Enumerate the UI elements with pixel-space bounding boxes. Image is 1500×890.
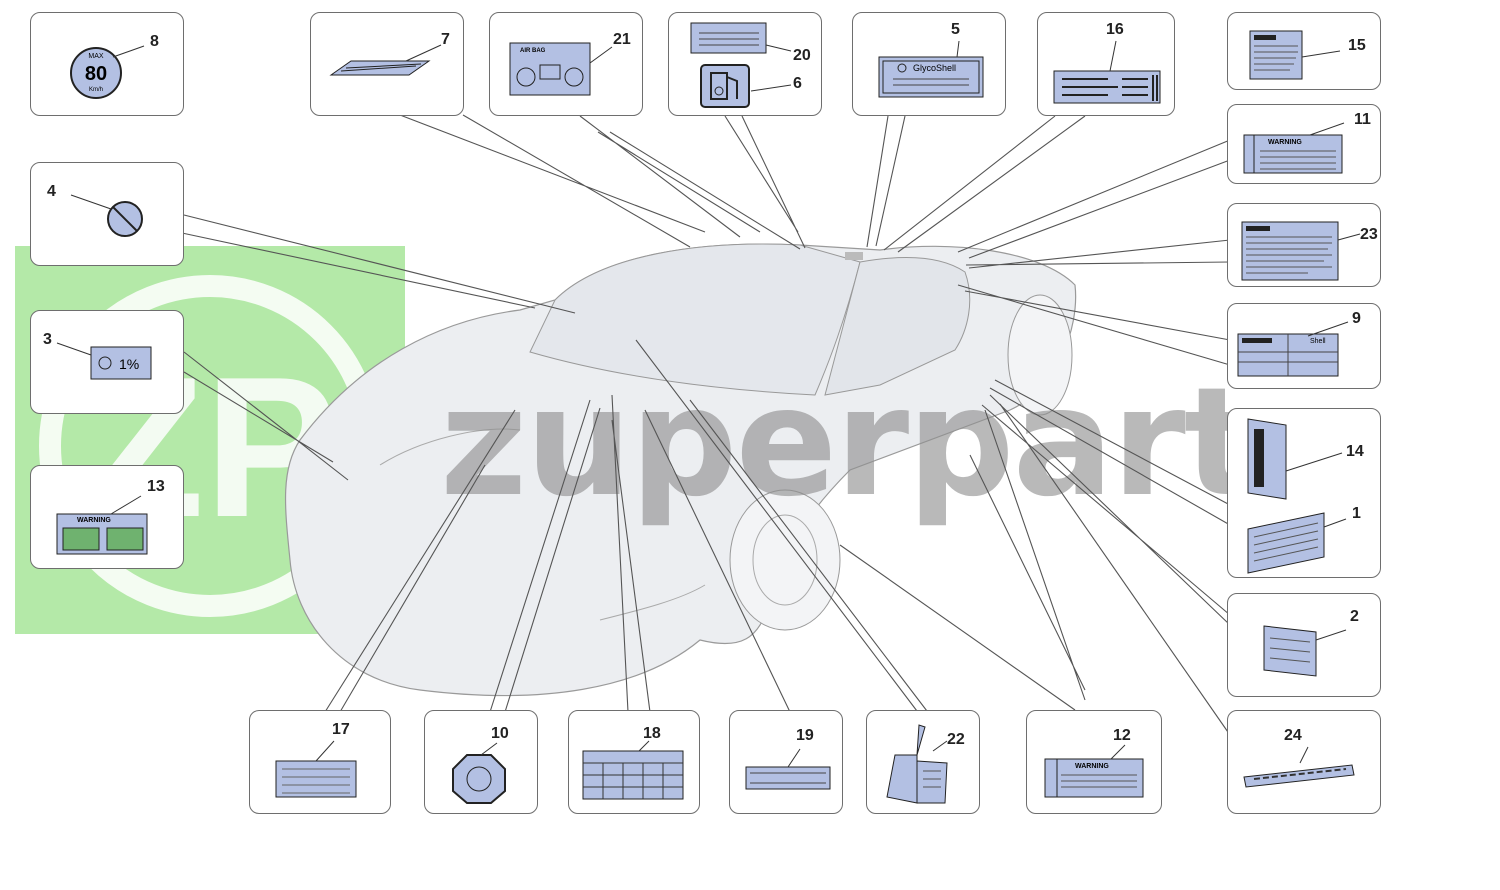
warning-label-icon: WARNING	[1243, 122, 1345, 174]
svg-text:Shell: Shell	[1310, 338, 1326, 345]
svg-text:1%: 1%	[119, 356, 139, 372]
part-number: 15	[1348, 37, 1366, 54]
part-box-23[interactable]: 23	[1227, 203, 1381, 287]
part-number: 18	[643, 725, 661, 742]
svg-text:GlycoShell: GlycoShell	[913, 63, 956, 73]
warning-sign-labels-icon	[1247, 418, 1347, 574]
part-number: 22	[947, 731, 965, 748]
part-number: 8	[150, 33, 159, 50]
part-box-4[interactable]: 4	[30, 162, 184, 266]
part-number: 2	[1350, 608, 1359, 625]
part-box-20-6[interactable]: 20 6	[668, 12, 822, 116]
part-box-7[interactable]: 7	[310, 12, 464, 116]
part-box-13[interactable]: WARNING 13	[30, 465, 184, 569]
fuel-cap-sticker-icon	[452, 742, 506, 804]
folded-label-icon	[886, 724, 948, 804]
part-box-9[interactable]: Shell 9	[1227, 303, 1381, 389]
part-number: 10	[491, 725, 509, 742]
part-box-2[interactable]: 2	[1227, 593, 1381, 697]
part-number: 4	[47, 183, 56, 200]
part-box-11[interactable]: WARNING 11	[1227, 104, 1381, 184]
part-box-18[interactable]: 18	[568, 710, 700, 814]
part-number: 3	[43, 331, 52, 348]
headlight-label-icon: 1%	[56, 342, 152, 380]
part-number: 5	[951, 21, 960, 38]
fuel-spec-label-icon: Shell	[1237, 321, 1349, 377]
part-number: 14	[1346, 443, 1364, 460]
part-box-16[interactable]: 16	[1037, 12, 1175, 116]
part-box-21[interactable]: AIR BAG 21	[489, 12, 643, 116]
svg-text:WARNING: WARNING	[1268, 139, 1302, 146]
arabic-label-strip-icon	[1243, 746, 1355, 788]
document-label-icon	[1249, 30, 1341, 80]
part-number: 24	[1284, 727, 1302, 744]
part-number: 23	[1360, 226, 1378, 243]
svg-text:Km/h: Km/h	[89, 87, 103, 93]
tyre-pressure-table-icon	[582, 740, 684, 800]
document-label-icon	[1241, 221, 1361, 281]
watermark-text: zuperparts	[440, 356, 1343, 530]
part-box-19[interactable]: 19	[729, 710, 843, 814]
ac-refrigerant-label-icon	[745, 748, 831, 790]
svg-text:80: 80	[85, 63, 107, 85]
airbag-label-icon: AIR BAG	[509, 42, 613, 96]
part-box-15[interactable]: 15	[1227, 12, 1381, 90]
warning-label-icon: WARNING	[56, 495, 148, 555]
no-child-seat-icon	[70, 194, 143, 237]
part-number: 1	[1352, 505, 1361, 522]
svg-text:WARNING: WARNING	[77, 517, 111, 524]
part-number: 20	[793, 47, 811, 64]
info-label-icon	[1053, 40, 1161, 104]
part-box-22[interactable]: 22	[866, 710, 980, 814]
part-box-17[interactable]: 17	[249, 710, 391, 814]
part-box-3[interactable]: 1% 3	[30, 310, 184, 414]
warning-label-icon: WARNING	[1044, 744, 1144, 798]
coolant-label-icon: GlycoShell	[878, 40, 984, 98]
speed-limit-sticker-icon: MAX 80 Km/h	[70, 45, 145, 99]
part-number: 9	[1352, 310, 1361, 327]
part-box-5[interactable]: GlycoShell 5	[852, 12, 1006, 116]
svg-text:MAX: MAX	[88, 53, 104, 60]
part-number: 12	[1113, 727, 1131, 744]
part-number: 19	[796, 727, 814, 744]
blank-label-icon	[275, 740, 357, 798]
part-box-12[interactable]: WARNING 12	[1026, 710, 1162, 814]
part-number: 11	[1354, 111, 1371, 128]
part-number: 21	[613, 31, 631, 48]
part-box-24[interactable]: 24	[1227, 710, 1381, 814]
part-number: 6	[793, 75, 802, 92]
windscreen-label-icon	[329, 44, 442, 76]
plate-label-icon	[1263, 625, 1347, 677]
svg-text:WARNING: WARNING	[1075, 763, 1109, 770]
svg-text:AIR BAG: AIR BAG	[520, 48, 546, 54]
part-number: 13	[147, 478, 165, 495]
part-box-10[interactable]: 10	[424, 710, 538, 814]
part-box-8[interactable]: MAX 80 Km/h 8	[30, 12, 184, 116]
part-number: 16	[1106, 21, 1124, 38]
part-number: 7	[441, 31, 450, 48]
fuel-labels-icon	[690, 22, 792, 108]
part-number: 17	[332, 721, 350, 738]
part-box-14-1[interactable]: 14 1	[1227, 408, 1381, 578]
